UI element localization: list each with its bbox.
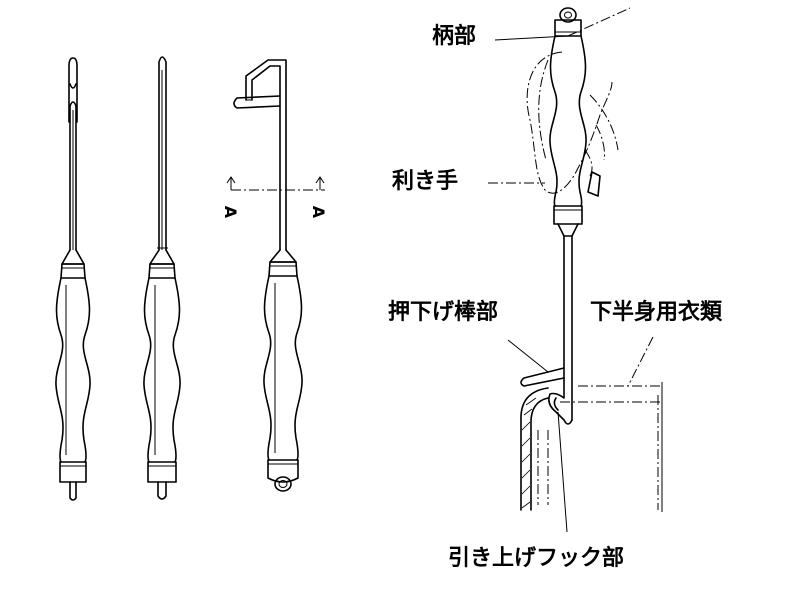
hand-outline: [526, 51, 619, 197]
hanging-loop: [274, 476, 292, 492]
wavy-grip: [143, 277, 152, 463]
dominant-hand-label: 利き手: [392, 169, 459, 194]
tool-hook-view: [226, 59, 325, 492]
section-marker-right: A: [309, 205, 329, 219]
push-down-bar-label: 押下げ棒部: [388, 300, 499, 325]
rod: [158, 56, 167, 251]
wavy-grip: [549, 35, 558, 207]
push-bar: [233, 95, 281, 109]
hook: [245, 59, 287, 251]
tool-rod-held: [520, 235, 573, 425]
section-marker-left: A: [221, 205, 241, 219]
ferrule: [61, 249, 85, 265]
usage-illustration: [488, 7, 663, 533]
tool-handle-held: [549, 7, 587, 237]
end-cap: [147, 461, 177, 483]
wavy-grip: [55, 277, 64, 463]
leader-lines: [488, 7, 654, 533]
end-cap: [59, 461, 87, 483]
section-line-a-a: [226, 176, 325, 191]
pull-up-hook-label: 引き上げフック部: [448, 546, 625, 571]
end-cap: [267, 459, 299, 483]
handle-label: 柄部: [432, 24, 477, 49]
split-tip: [68, 57, 78, 123]
wavy-grip: [263, 275, 272, 461]
pull-up-hook: [548, 377, 573, 425]
garment: [520, 382, 663, 512]
lower-garment-label: 下半身用衣類: [590, 300, 723, 325]
tool-front-view: [55, 57, 91, 501]
tool-side-view: [143, 56, 181, 500]
push-down-bar: [520, 367, 565, 387]
